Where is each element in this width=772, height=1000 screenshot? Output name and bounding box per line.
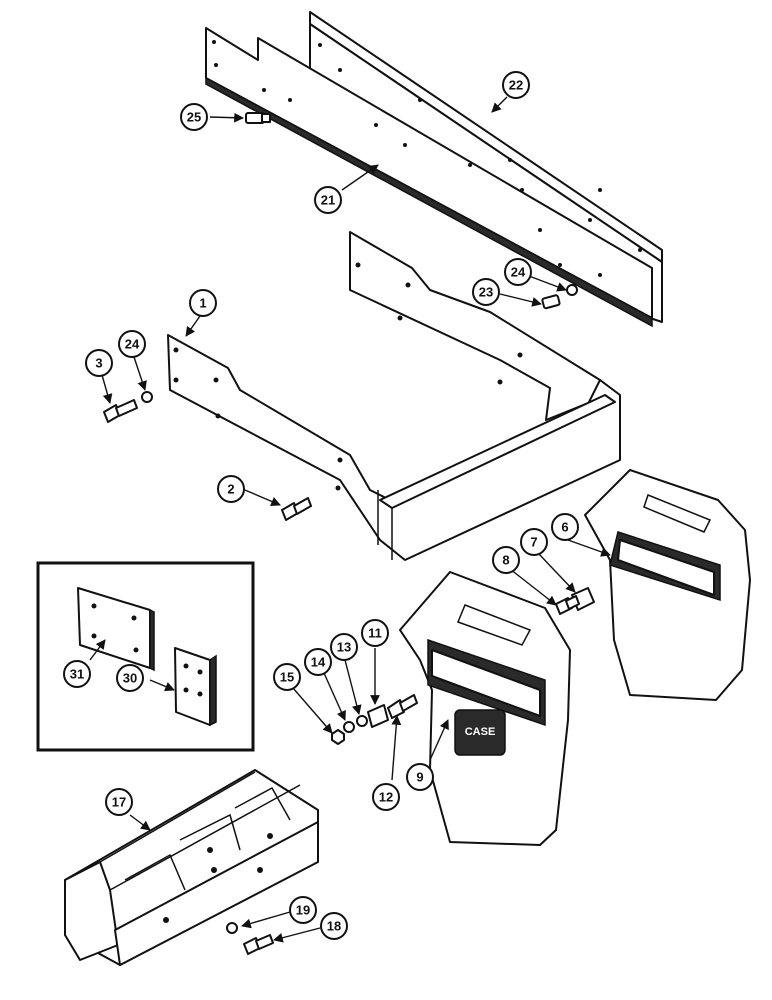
callout-31: 31 (63, 660, 91, 688)
svg-text:1: 1 (199, 296, 206, 311)
svg-text:31: 31 (70, 667, 84, 682)
callout-6: 6 (551, 513, 579, 541)
bolt-25-icon (245, 112, 271, 124)
washer-24-left-icon (141, 391, 153, 403)
callout-8: 8 (492, 546, 520, 574)
svg-text:2: 2 (227, 482, 234, 497)
cradle-17 (64, 769, 319, 966)
bolt-23-icon (541, 294, 561, 310)
svg-text:22: 22 (509, 78, 523, 93)
svg-text:6: 6 (561, 520, 568, 535)
callout-3: 3 (85, 349, 113, 377)
svg-text:15: 15 (280, 670, 294, 685)
bolt-2-icon (281, 497, 312, 521)
svg-text:12: 12 (379, 790, 393, 805)
washer-13-icon (356, 715, 368, 727)
callout-25: 25 (180, 103, 208, 131)
svg-text:23: 23 (479, 285, 493, 300)
callout-2: 2 (217, 475, 245, 503)
svg-text:13: 13 (337, 640, 351, 655)
callout-24-left: 24 (118, 330, 146, 358)
callout-12: 12 (372, 783, 400, 811)
bolt-18-icon (243, 934, 274, 955)
clip-11 (367, 704, 389, 728)
washer-24-icon (566, 284, 578, 296)
callout-18: 18 (320, 912, 348, 940)
svg-text:30: 30 (123, 671, 137, 686)
svg-text:11: 11 (368, 626, 382, 641)
callout-17: 17 (105, 788, 133, 816)
callout-7: 7 (520, 528, 548, 556)
svg-text:9: 9 (416, 770, 423, 785)
svg-text:25: 25 (187, 110, 201, 125)
callout-30: 30 (116, 664, 144, 692)
svg-text:24: 24 (125, 337, 140, 352)
svg-text:21: 21 (321, 193, 335, 208)
bolt-3-icon (103, 399, 138, 423)
svg-text:14: 14 (311, 655, 326, 670)
callout-1: 1 (189, 289, 217, 317)
callout-19: 19 (289, 896, 317, 924)
svg-text:17: 17 (112, 795, 126, 810)
callout-21: 21 (314, 186, 342, 214)
washer-14-icon (343, 721, 355, 733)
case-logo: CASE (465, 726, 496, 738)
bolt-8-icon (555, 595, 580, 615)
nut-15-icon (331, 729, 345, 745)
leader-lines (89, 96, 611, 943)
svg-text:18: 18 (327, 919, 341, 934)
callout-13: 13 (330, 633, 358, 661)
inset-frame (36, 561, 255, 752)
weight-6 (584, 469, 751, 701)
plate-31 (77, 587, 155, 672)
callout-15: 15 (273, 663, 301, 691)
svg-text:3: 3 (95, 356, 102, 371)
callout-9: 9 (406, 763, 434, 791)
callout-11: 11 (361, 619, 389, 647)
svg-text:7: 7 (530, 535, 537, 550)
callout-14: 14 (304, 648, 332, 676)
block-30 (174, 647, 217, 727)
callout-22: 22 (502, 71, 530, 99)
bolt-12-icon (387, 694, 418, 719)
svg-text:19: 19 (296, 903, 310, 918)
callout-24-right: 24 (504, 258, 532, 286)
washer-19-icon (226, 922, 238, 934)
case-logo-badge (454, 709, 506, 756)
svg-text:8: 8 (502, 553, 509, 568)
bracket-1 (167, 231, 621, 561)
svg-text:24: 24 (511, 265, 526, 280)
plate-21 (205, 27, 653, 328)
weight-9: CASE (399, 571, 571, 846)
callout-23: 23 (472, 278, 500, 306)
